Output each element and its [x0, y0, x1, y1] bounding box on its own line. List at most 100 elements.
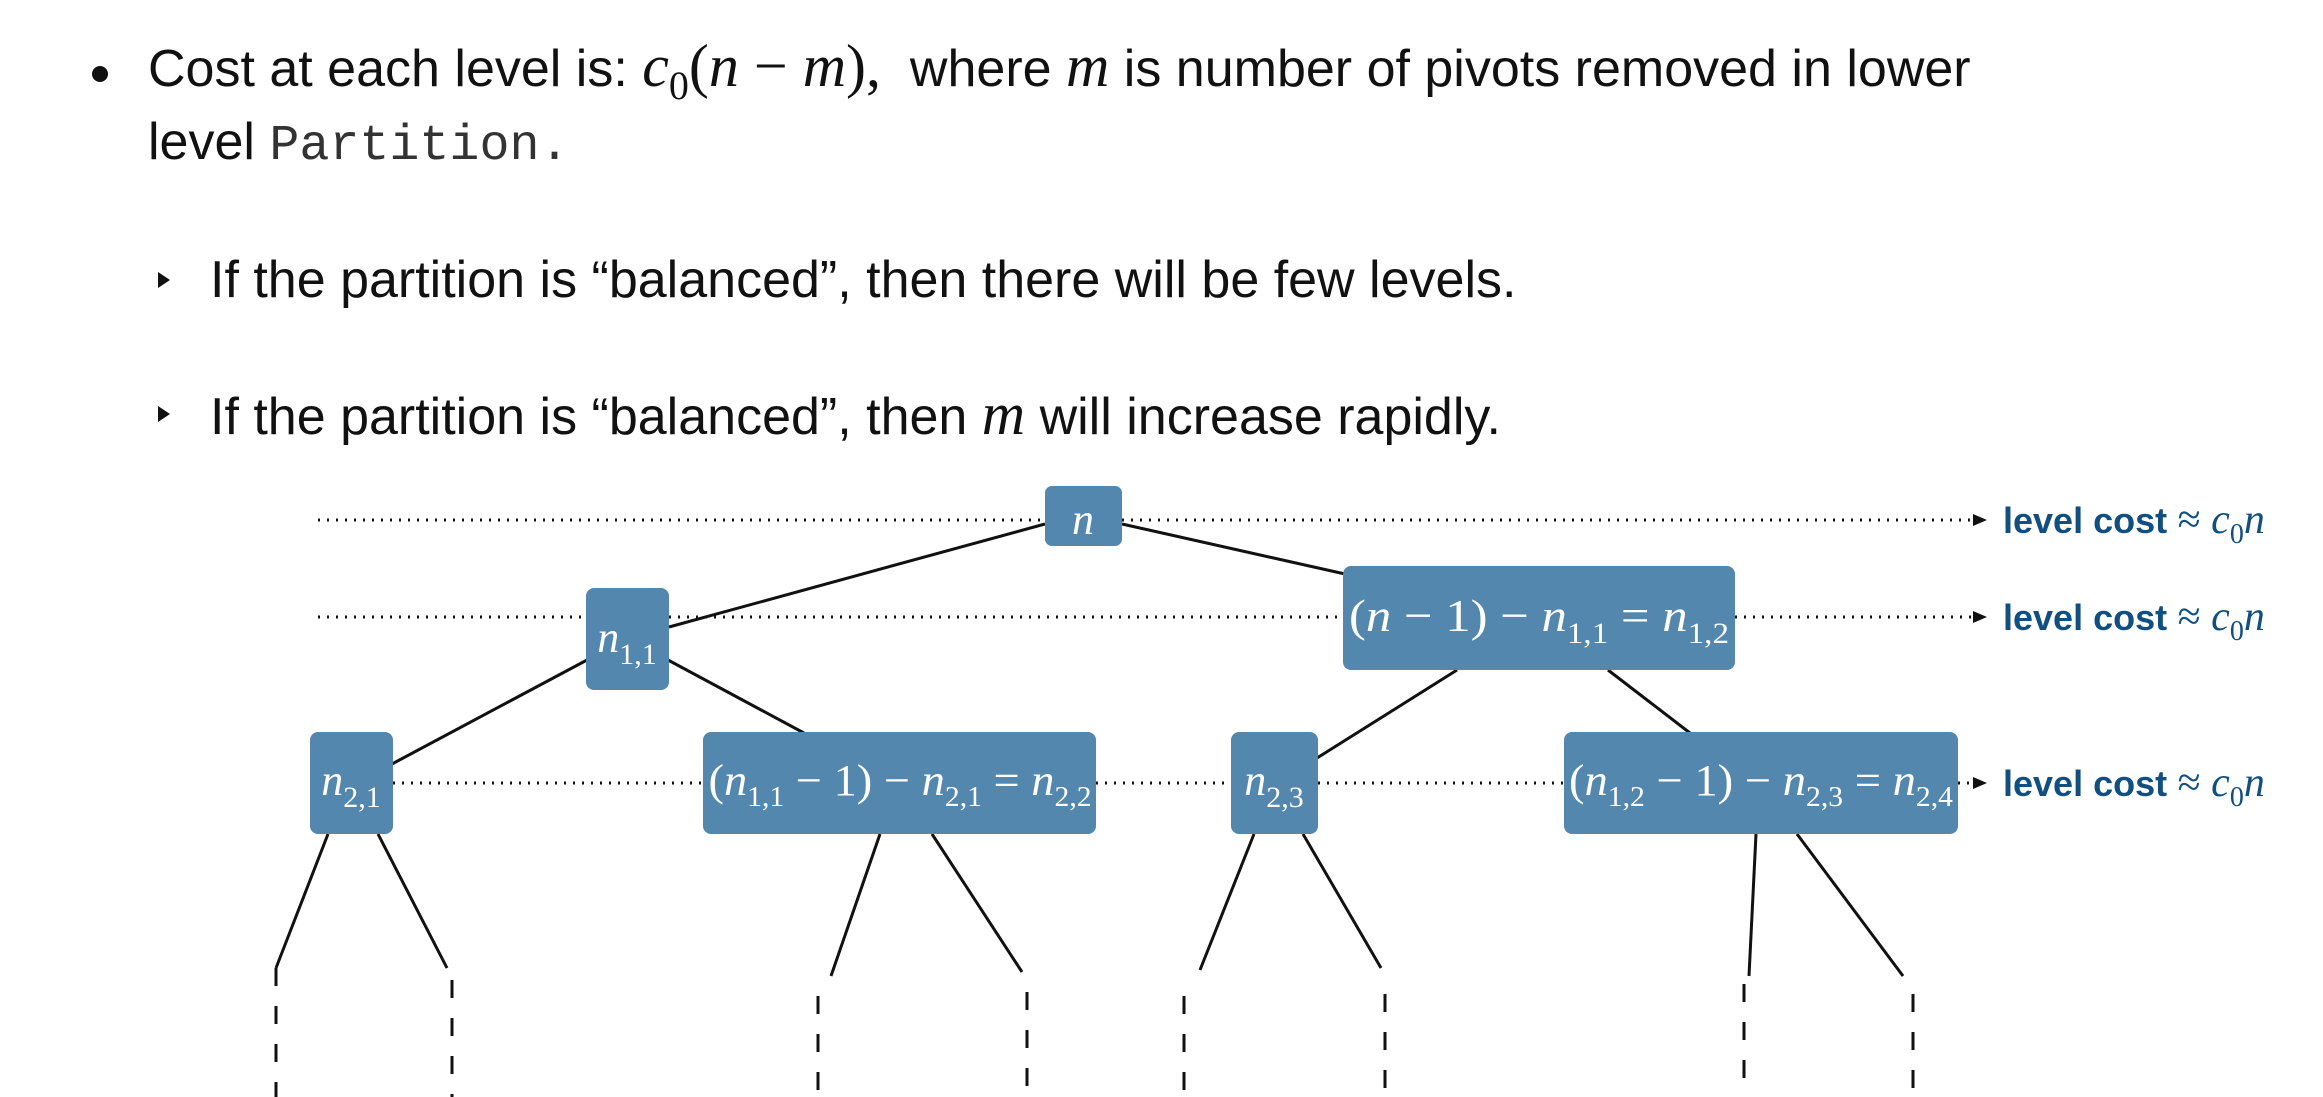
svg-text:level cost ≈ c0n: level cost ≈ c0n — [2003, 760, 2265, 813]
n24-minus-one: − 1) − — [1645, 756, 1783, 805]
bullet-1-line-1: Cost at each level is: c0(n − m), where … — [148, 36, 1971, 116]
bullet-1-period: . — [539, 118, 570, 175]
n12-result: n — [1662, 590, 1687, 641]
n24-n23-sub: 2,3 — [1806, 782, 1843, 813]
n22-result: n — [1031, 756, 1054, 805]
level-cost-2-n: n — [2244, 760, 2265, 806]
level-cost-0-n: n — [2244, 497, 2265, 543]
sub-bullet-1-text: If the partition is “balanced”, then the… — [210, 251, 1517, 309]
n12-equals: = — [1608, 590, 1662, 641]
edge-l1-b — [667, 658, 805, 735]
n24-result: n — [1893, 756, 1916, 805]
n22-n21-sub: 2,1 — [945, 782, 982, 813]
level-cost-0-approx: ≈ — [2167, 497, 2211, 543]
sub-bullet-2-m: m — [981, 381, 1026, 447]
svg-text:level cost ≈ c0n: level cost ≈ c0n — [2003, 594, 2265, 647]
cost-formula: c0(n − m), — [642, 33, 882, 108]
bullet-1-prefix: Cost at each level is: — [148, 40, 643, 98]
edge-l2-c2 — [1301, 833, 1383, 969]
level-cost-1: level cost ≈ c0n — [2003, 594, 2265, 647]
n12-minus-one: − 1) − — [1391, 590, 1541, 641]
level-cost-0: level cost ≈ c0n — [2003, 497, 2265, 550]
svg-text:n1,1: n1,1 — [597, 613, 657, 671]
tree-node-n12: (n − 1) − n1,1 = n1,2 — [1343, 566, 1735, 670]
edge-l1-a — [391, 658, 588, 766]
n21-main: n — [321, 756, 343, 805]
sub-bullet-2-prefix: If the partition is “balanced”, then — [210, 388, 982, 446]
n22-equals: = — [982, 756, 1031, 805]
edge-l2-d1 — [1747, 833, 1758, 977]
n22-n21: n — [922, 756, 945, 805]
svg-text:level cost ≈ c0n: level cost ≈ c0n — [2003, 497, 2265, 550]
tree-node-n24: (n1,2 − 1) − n2,3 = n2,4 — [1564, 732, 1958, 834]
edge-l1-d — [1607, 668, 1691, 735]
n24-paren: ( — [1569, 756, 1585, 805]
formula-c-sub: 0 — [668, 63, 689, 108]
level-cost-2: level cost ≈ c0n — [2003, 760, 2265, 813]
sub-bullet-1-marker — [158, 272, 170, 288]
level-cost-2-c: c — [2211, 760, 2230, 806]
root-label: n — [1072, 495, 1094, 544]
level-cost-0-c: c — [2211, 497, 2230, 543]
level-cost-2-label: level cost — [2003, 763, 2167, 804]
n12-n: n — [1366, 590, 1391, 641]
edge-l2-d2 — [1795, 833, 1905, 977]
n11-sub: 1,1 — [619, 638, 657, 671]
n22-n11-sub: 1,1 — [747, 782, 784, 813]
level-cost-0-label: level cost — [2003, 500, 2167, 541]
formula-open: ( — [688, 33, 709, 99]
svg-text:(n1,1 − 1) − n2,1 = n2,2: (n1,1 − 1) − n2,1 = n2,2 — [709, 756, 1092, 813]
n23-sub: 2,3 — [1266, 781, 1304, 814]
n12-result-sub: 1,2 — [1688, 617, 1729, 650]
n22-result-sub: 2,2 — [1055, 782, 1092, 813]
sub-bullet-1: If the partition is “balanced”, then the… — [210, 250, 1516, 310]
level-cost-0-c-sub: 0 — [2230, 519, 2244, 550]
edge-l2-b1 — [829, 833, 882, 977]
edge-root-right — [1121, 522, 1346, 576]
bullet-1-middle: where — [881, 40, 1067, 98]
edge-l2-a2 — [376, 833, 449, 969]
bullet-1-line-2-prefix: level — [148, 113, 270, 171]
n24-n12-sub: 1,2 — [1608, 782, 1645, 813]
level-cost-1-c-sub: 0 — [2230, 616, 2244, 647]
level-cost-2-c-sub: 0 — [2230, 782, 2244, 813]
n24-n12: n — [1585, 756, 1608, 805]
svg-text:(n − 1) − n1,1 = n1,2: (n − 1) − n1,1 = n1,2 — [1349, 590, 1729, 650]
formula-minus: − — [738, 33, 803, 99]
n22-paren: ( — [709, 756, 724, 805]
n23-main: n — [1244, 756, 1266, 805]
tree-node-root: n — [1045, 486, 1122, 546]
n22-minus-one: − 1) − — [784, 756, 922, 805]
n24-equals: = — [1843, 756, 1893, 805]
level-cost-1-label: level cost — [2003, 597, 2167, 638]
n12-n11: n — [1542, 590, 1567, 641]
edge-l2-c1 — [1198, 833, 1256, 971]
n24-result-sub: 2,4 — [1916, 782, 1953, 813]
formula-m: m — [802, 33, 847, 99]
formula-close: ), — [846, 33, 882, 99]
svg-text:n2,1: n2,1 — [321, 756, 381, 814]
level-cost-2-approx: ≈ — [2167, 760, 2211, 806]
tree-node-n23: n2,3 — [1231, 732, 1318, 834]
partition-code: Partition — [269, 118, 540, 175]
sub-bullet-2: If the partition is “balanced”, then m w… — [210, 384, 1501, 447]
level-cost-1-n: n — [2244, 594, 2265, 640]
svg-text:n2,3: n2,3 — [1244, 756, 1304, 814]
level-cost-1-approx: ≈ — [2167, 594, 2211, 640]
tree-node-n22: (n1,1 − 1) − n2,1 = n2,2 — [703, 732, 1096, 834]
bullet-1-line-2: level Partition. — [148, 112, 569, 177]
level-cost-1-c: c — [2211, 594, 2230, 640]
n22-n11: n — [724, 756, 747, 805]
edge-l2-a1 — [274, 833, 330, 969]
tree-node-n21: n2,1 — [310, 732, 393, 834]
bullet-1-m: m — [1066, 33, 1110, 99]
svg-text:(n1,2 − 1) − n2,3 = n2,4: (n1,2 − 1) − n2,3 = n2,4 — [1569, 756, 1953, 813]
n21-sub: 2,1 — [343, 781, 381, 814]
formula-n: n — [708, 33, 739, 99]
sub-bullet-2-marker — [158, 406, 170, 422]
edge-l1-c — [1316, 668, 1458, 760]
edge-l2-b2 — [930, 833, 1024, 973]
n12-paren: ( — [1349, 590, 1366, 641]
bullet-dot — [92, 66, 108, 82]
